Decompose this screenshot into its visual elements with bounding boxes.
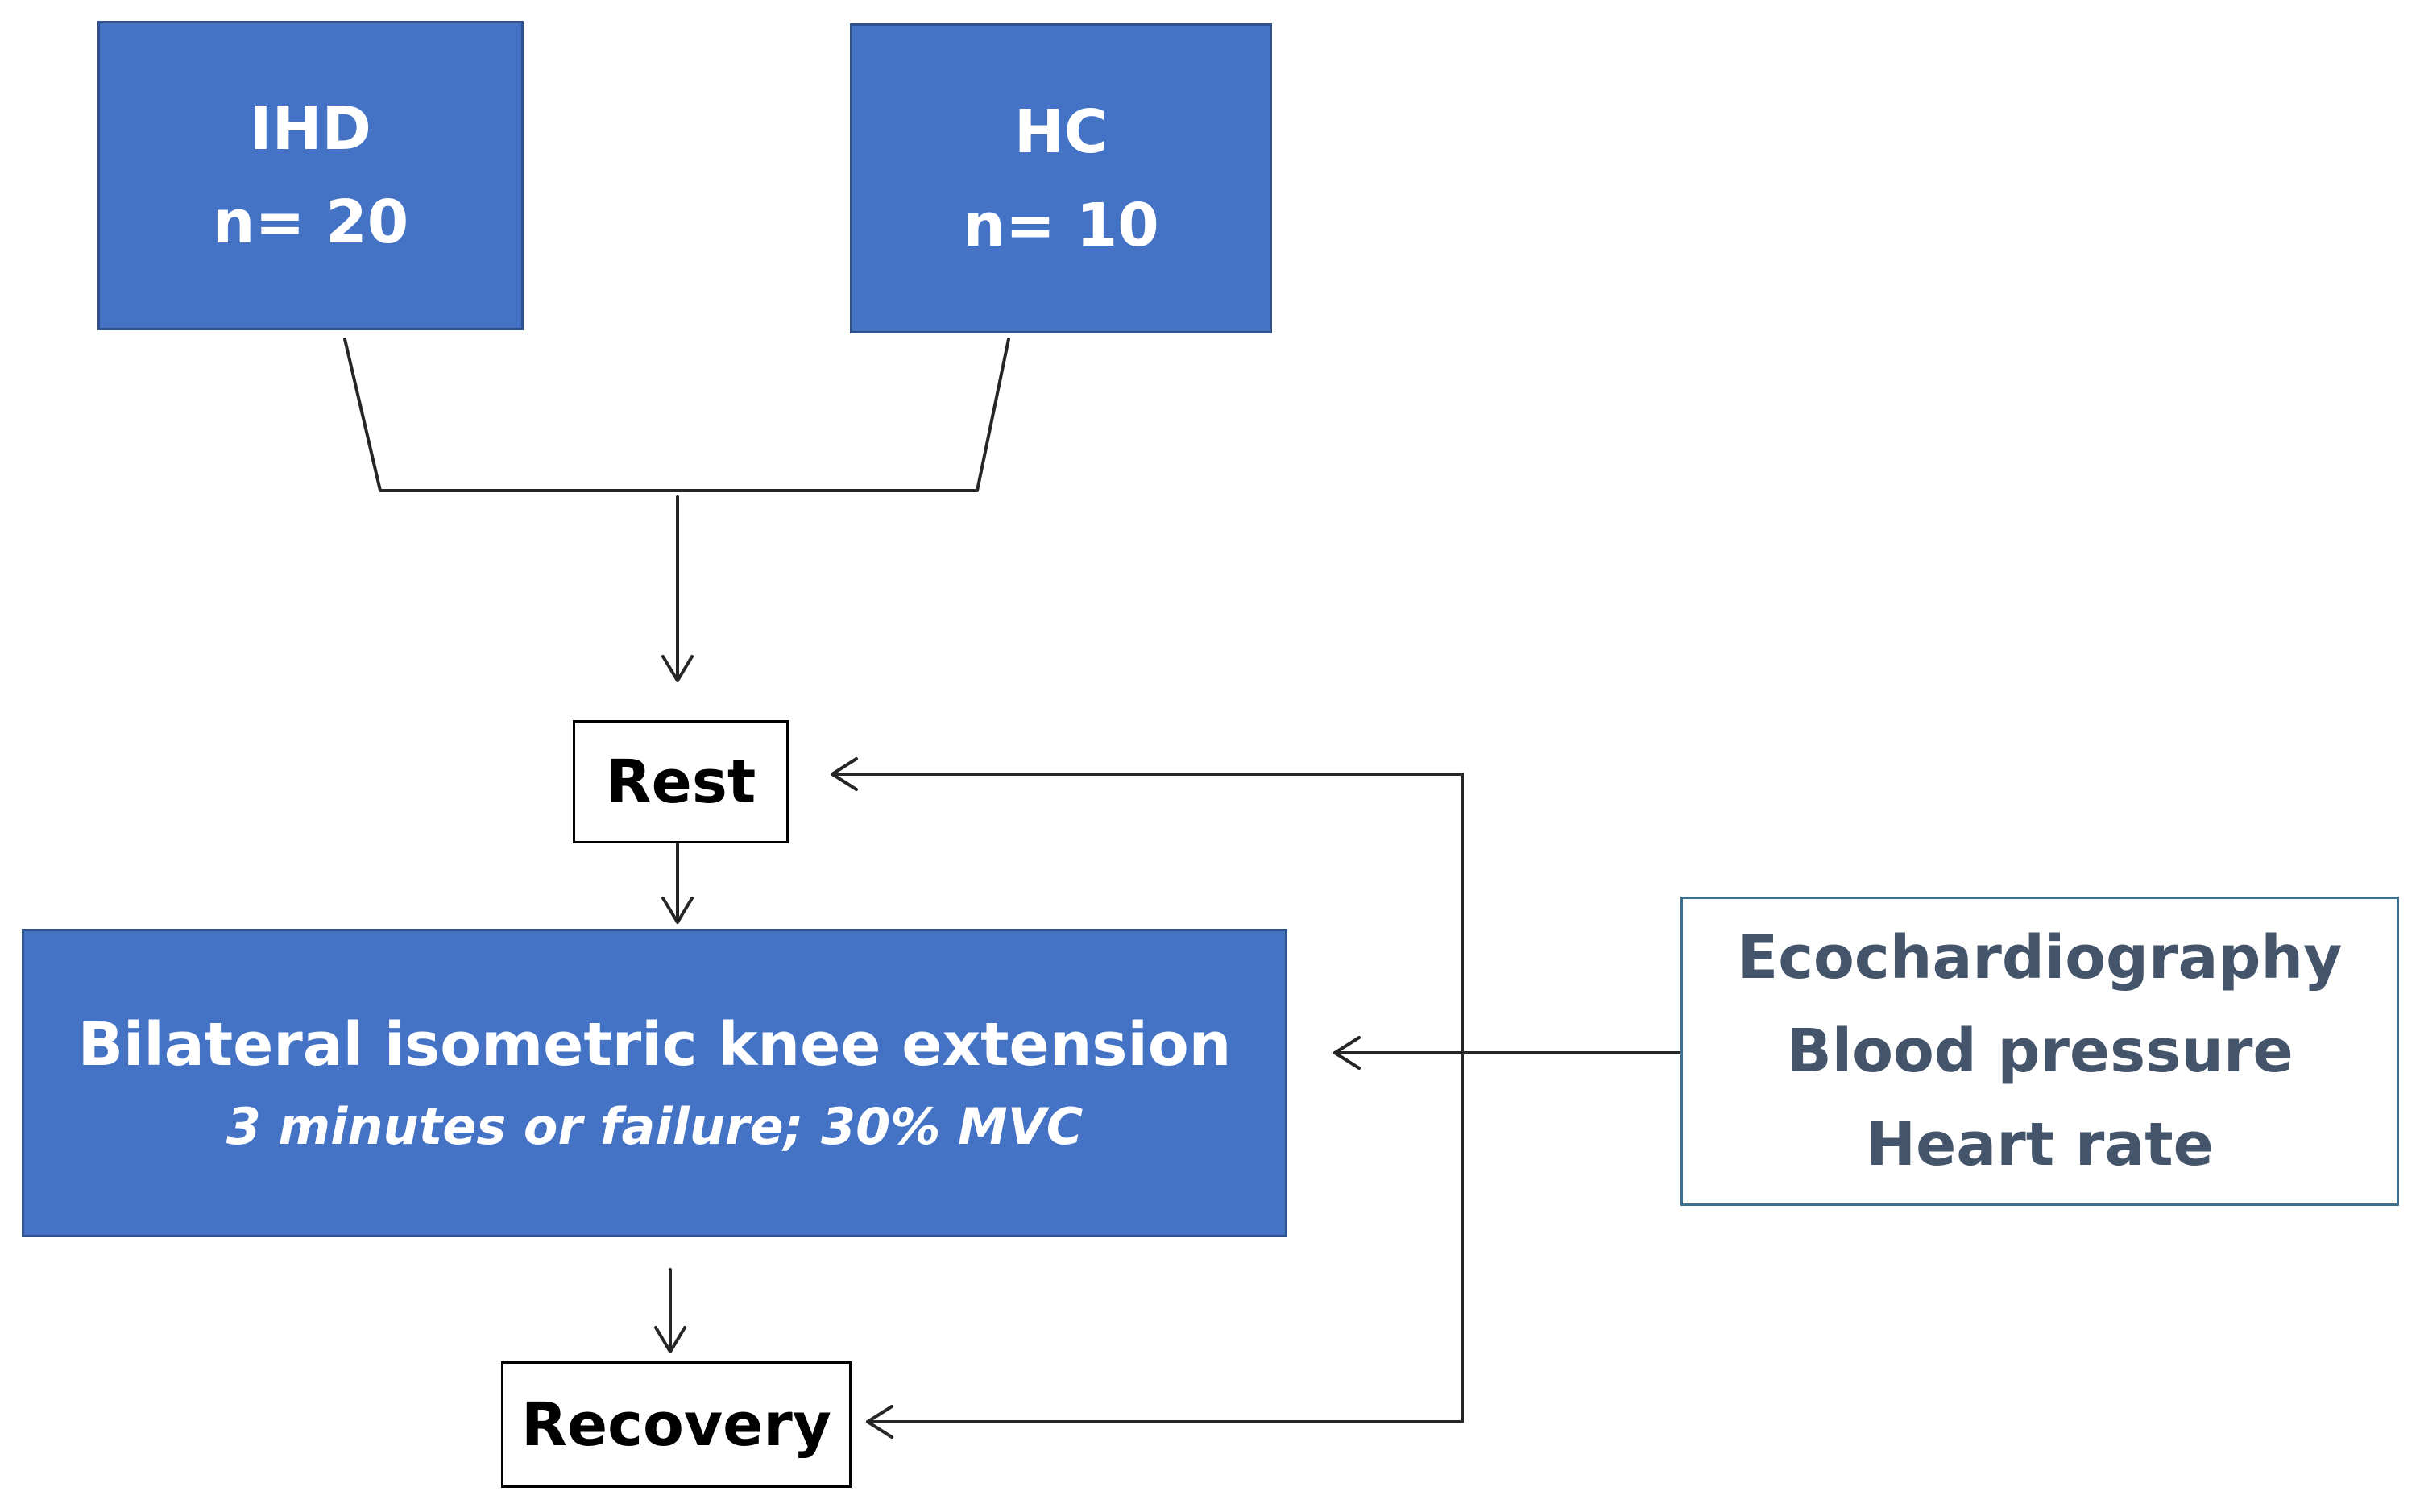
exercise-to-recovery-arrowhead [654, 1326, 686, 1353]
rest-box: Rest [573, 720, 789, 843]
recovery-label: Recovery [520, 1390, 832, 1460]
group-count: n= 10 [963, 190, 1159, 260]
group-box-ihd: IHD n= 20 [97, 21, 524, 330]
recovery-feedback-arrowhead [866, 1405, 893, 1439]
exercise-detail: 3 minutes or failure; 30% MVC [226, 1096, 1084, 1156]
rest-label: Rest [605, 747, 756, 817]
group-box-hc: HC n= 10 [850, 23, 1272, 333]
feedback-loop-line [831, 773, 1464, 1423]
measurement-heart-rate: Heart rate [1866, 1110, 2214, 1179]
merge-to-rest-arrowhead [661, 655, 694, 682]
exercise-title: Bilateral isometric knee extension [77, 1009, 1232, 1079]
measurement-echocardiography: Ecochardiography [1737, 923, 2343, 992]
recovery-box: Recovery [501, 1361, 852, 1488]
group-name: HC [1013, 97, 1108, 167]
group-count: n= 20 [212, 188, 409, 257]
rest-feedback-arrowhead [831, 757, 858, 791]
ihd-merge-line [343, 338, 1010, 492]
group-name: IHD [250, 94, 371, 164]
rest-to-exercise-arrowhead [661, 897, 694, 924]
measurements-box: Ecochardiography Blood pressure Heart ra… [1680, 897, 2399, 1206]
exercise-box: Bilateral isometric knee extension 3 min… [22, 929, 1287, 1237]
measurement-blood-pressure: Blood pressure [1786, 1017, 2294, 1086]
measurements-to-exercise-arrowhead [1333, 1036, 1361, 1070]
